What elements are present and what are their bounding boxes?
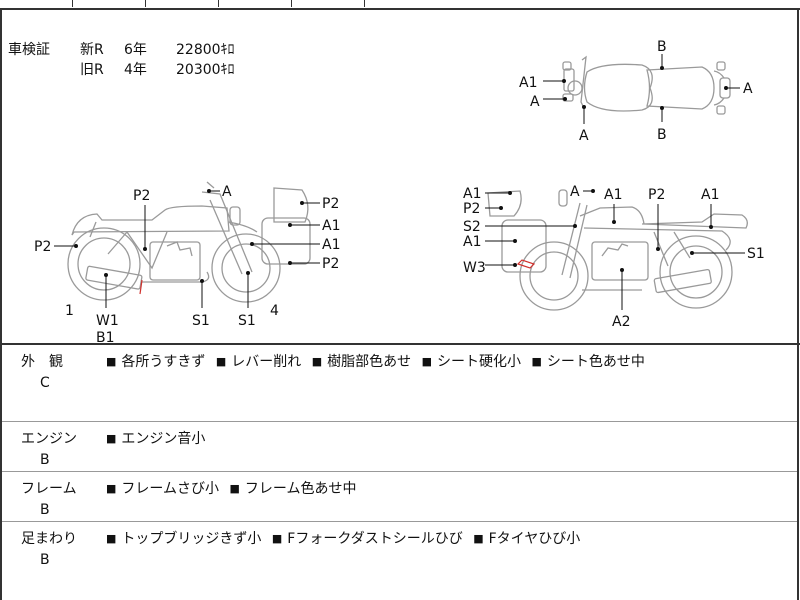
condition-row-exterior: 外 観 C ■各所うすきず ■レバー削れ ■樹脂部色あせ ■シート硬化小 ■シー… (2, 345, 797, 421)
bullet-icon: ■ (271, 532, 283, 545)
row-km: 20300ｷﾛ (176, 62, 235, 78)
damage-diagram-section: 車検証 新R 6年 22800ｷﾛ 旧R 4年 20300ｷﾛ (2, 10, 797, 343)
label-left-cowl-a1: A1 (322, 218, 340, 234)
label-left-fender-a1: A1 (322, 237, 340, 253)
header-cell (73, 0, 146, 7)
label-right-frame-p2: P2 (648, 187, 665, 203)
motorcycle-diagrams: A1 A A B B A (34, 39, 765, 343)
row-divider (2, 471, 797, 472)
note-item: ■Fフォークダストシールひび (271, 531, 463, 547)
condition-grade: B (40, 552, 50, 568)
condition-category: 足まわり (21, 531, 77, 547)
label-top-b-upper: B (657, 39, 667, 55)
inspection-row-old: 旧R 4年 20300ｷﾛ (80, 60, 235, 80)
condition-row-suspension: 足まわり B ■トップブリッジきず小 ■Fフォークダストシールひび ■Fタイヤひ… (2, 522, 797, 600)
label-right-tail-a1: A1 (701, 187, 719, 203)
note-item: ■フレームさび小 (106, 481, 219, 497)
label-right-tank-a1: A1 (604, 187, 622, 203)
label-right-cowl-w3: W3 (463, 260, 486, 276)
row-years: 6年 (124, 42, 147, 58)
right-side-view-diagram (487, 189, 748, 311)
row-years: 4年 (124, 62, 147, 78)
note-item: ■各所うすきず (106, 354, 206, 370)
note-item: ■シート色あせ中 (531, 354, 645, 370)
row-divider (2, 521, 797, 522)
note-item: ■フレーム色あせ中 (229, 481, 357, 497)
condition-category: フレーム (21, 481, 77, 497)
label-left-frame-p2: P2 (133, 188, 150, 204)
label-right-rear-s1: S1 (747, 246, 765, 262)
condition-row-frame: フレーム B ■フレームさび小 ■フレーム色あせ中 (2, 472, 797, 521)
bullet-icon: ■ (106, 432, 117, 445)
bullet-icon: ■ (311, 355, 323, 368)
note-item: ■トップブリッジきず小 (106, 531, 262, 547)
label-right-cowl-p2: P2 (463, 201, 480, 217)
row-name: 新R (80, 42, 104, 58)
condition-notes: ■エンジン音小 (106, 428, 211, 448)
condition-notes: ■トップブリッジきず小 ■Fフォークダストシールひび ■Fタイヤひび小 (106, 528, 586, 548)
left-side-view-diagram (67, 181, 311, 303)
row-divider (2, 421, 797, 422)
condition-row-engine: エンジン B ■エンジン音小 (2, 422, 797, 471)
top-view-diagram (562, 55, 731, 115)
label-right-mirror-a: A (570, 184, 580, 200)
bullet-icon: ■ (106, 482, 117, 495)
header-cell (146, 0, 219, 7)
note-item: ■エンジン音小 (106, 431, 206, 447)
label-top-lever-a: A (579, 128, 589, 144)
left-side-callouts (54, 189, 320, 308)
header-table-strip (0, 0, 800, 10)
condition-grade: B (40, 452, 50, 468)
top-view-callouts (543, 54, 740, 124)
condition-notes: ■フレームさび小 ■フレーム色あせ中 (106, 478, 362, 498)
label-left-rear-wheel-1: 1 (65, 303, 74, 319)
label-left-mirror-a: A (222, 184, 232, 200)
note-item: ■レバー削れ (215, 354, 302, 370)
label-top-b-lower: B (657, 127, 667, 143)
right-side-callouts (485, 189, 745, 310)
label-top-a: A (530, 94, 540, 110)
bullet-icon: ■ (421, 355, 432, 368)
condition-grade: B (40, 502, 50, 518)
label-top-tail-a: A (743, 81, 753, 97)
inspection-row-new: 新R 6年 22800ｷﾛ (80, 40, 235, 60)
label-left-tail-p2: P2 (34, 239, 51, 255)
label-left-exhaust-s1: S1 (192, 313, 210, 329)
condition-category: エンジン (21, 431, 77, 447)
bullet-icon: ■ (229, 482, 240, 495)
header-cell (219, 0, 292, 7)
left-border (0, 8, 2, 600)
inspection-label: 車検証 (8, 42, 50, 58)
condition-grade: C (40, 375, 50, 391)
label-right-fork-s2: S2 (463, 219, 481, 235)
right-border (797, 8, 799, 600)
note-item: ■樹脂部色あせ (311, 354, 412, 370)
label-right-cowl-a1: A1 (463, 186, 481, 202)
note-item: ■Fタイヤひび小 (473, 531, 581, 547)
row-km: 22800ｷﾛ (176, 42, 235, 58)
label-left-muffler-w1: W1 (96, 313, 119, 329)
label-left-muffler-b1: B1 (96, 330, 115, 343)
header-cell (0, 0, 73, 7)
bullet-icon: ■ (473, 532, 484, 545)
bullet-icon: ■ (106, 532, 117, 545)
label-left-front-wheel-4: 4 (270, 303, 279, 319)
label-right-engine-a2: A2 (612, 314, 630, 330)
bullet-icon: ■ (106, 355, 117, 368)
section-divider (0, 343, 800, 345)
label-left-fork-s1: S1 (238, 313, 256, 329)
label-left-cowl-p2: P2 (322, 196, 339, 212)
header-cell (292, 0, 365, 7)
bullet-icon: ■ (215, 355, 227, 368)
bullet-icon: ■ (531, 355, 542, 368)
damage-mark-w3 (516, 259, 536, 269)
label-right-cowl-lower-a1: A1 (463, 234, 481, 250)
condition-notes: ■各所うすきず ■レバー削れ ■樹脂部色あせ ■シート硬化小 ■シート色あせ中 (106, 351, 651, 371)
condition-category: 外 観 (21, 354, 63, 370)
label-top-a1: A1 (519, 75, 537, 91)
note-item: ■シート硬化小 (421, 354, 521, 370)
row-name: 旧R (80, 62, 104, 78)
label-left-cowl-lower-p2: P2 (322, 256, 339, 272)
damage-mark-left (139, 279, 143, 295)
